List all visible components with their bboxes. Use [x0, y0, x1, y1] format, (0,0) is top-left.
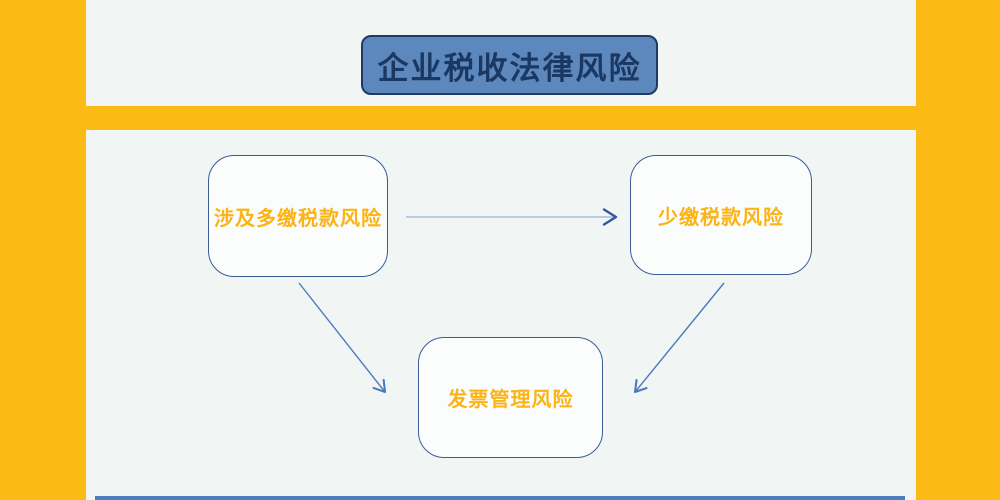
node-underpaid-tax-risk: 少缴税款风险: [630, 155, 812, 275]
bottom-accent-bar: [95, 496, 905, 500]
title-box: 企业税收法律风险: [361, 35, 658, 95]
node-invoice-management-risk-label: 发票管理风险: [447, 389, 574, 411]
node-overpaid-tax-risk-label: 涉及多缴税款风险: [214, 207, 382, 230]
diagram-title: 企业税收法律风险: [377, 50, 642, 86]
node-invoice-management-risk: 发票管理风险: [418, 337, 603, 458]
node-overpaid-tax-risk: 涉及多缴税款风险: [208, 155, 388, 277]
node-underpaid-tax-risk-label: 少缴税款风险: [658, 206, 784, 229]
